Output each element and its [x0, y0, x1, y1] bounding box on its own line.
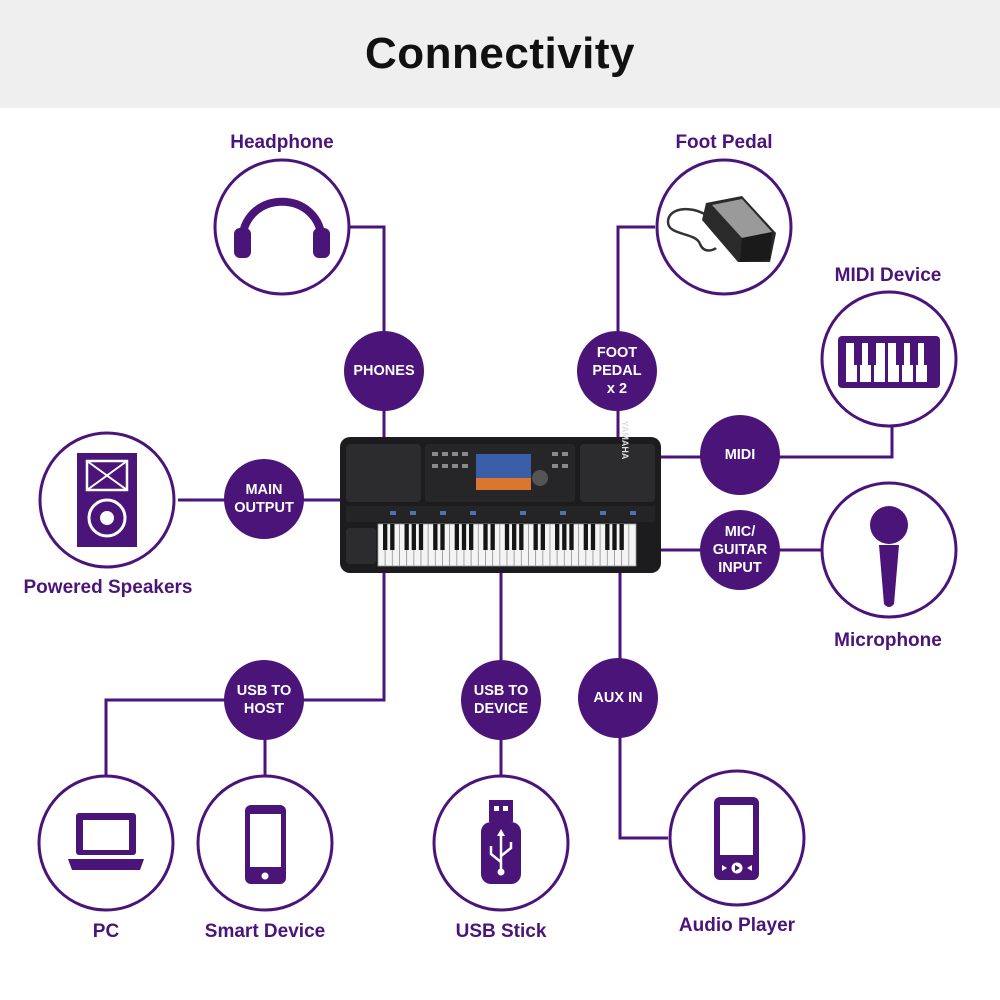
label-usb-stick: USB Stick: [455, 921, 547, 942]
black-key: [404, 524, 409, 550]
label-midi-device: MIDI Device: [834, 265, 942, 286]
midi-keyboard-icon: [838, 336, 940, 388]
black-key: [569, 524, 574, 550]
port-usb-to-device: USB TO DEVICE: [461, 660, 541, 740]
brand-label: YAMAHA: [620, 421, 630, 460]
black-key: [504, 524, 510, 550]
port-mic-guitar-input: MIC/ GUITAR INPUT: [700, 510, 780, 590]
port-main-output: MAIN OUTPUT: [224, 459, 304, 539]
label-audio-player: Audio Player: [678, 915, 796, 936]
port-aux-in: AUX IN: [578, 658, 658, 738]
black-key: [612, 524, 617, 550]
black-key: [490, 524, 495, 550]
black-key: [555, 524, 560, 550]
black-key: [619, 524, 624, 550]
port-usb-to-host: USB TO HOST: [224, 660, 304, 740]
header-banner: Connectivity: [0, 0, 1000, 108]
black-key: [562, 524, 567, 550]
black-key: [605, 524, 610, 550]
headphone-icon: [234, 197, 330, 258]
label-smart-device: Smart Device: [204, 921, 326, 942]
label-foot-pedal: Foot Pedal: [675, 132, 773, 153]
port-foot-pedal: FOOT PEDAL x 2: [577, 331, 657, 411]
laptop-icon: [68, 813, 144, 870]
black-key: [383, 524, 388, 550]
black-key: [418, 524, 424, 550]
foot-pedal-icon: [666, 196, 776, 262]
black-key: [433, 524, 438, 550]
port-phones: PHONES: [344, 331, 424, 411]
black-key: [583, 524, 588, 550]
smartphone-icon: [245, 805, 286, 884]
label-microphone: Microphone: [834, 630, 942, 651]
speaker-icon: [77, 453, 137, 547]
usb-stick-icon: [481, 800, 521, 884]
port-midi: MIDI: [700, 415, 780, 495]
black-key: [533, 524, 538, 550]
page-title: Connectivity: [364, 29, 636, 78]
label-powered-speakers: Powered Speakers: [23, 577, 193, 598]
audio-player-icon: [714, 797, 759, 880]
black-key: [512, 524, 517, 550]
label-headphone: Headphone: [230, 132, 334, 153]
microphone-icon: [870, 506, 908, 607]
black-key: [411, 524, 416, 550]
keyboard-icon: YAMAHA: [340, 421, 661, 573]
black-key: [461, 524, 467, 550]
white-key: [628, 523, 637, 567]
black-key: [440, 524, 445, 550]
label-pc: PC: [92, 921, 120, 942]
black-key: [540, 524, 545, 550]
black-key: [590, 524, 596, 550]
black-key: [390, 524, 395, 550]
black-key: [454, 524, 459, 550]
black-key: [519, 524, 524, 550]
black-key: [469, 524, 474, 550]
black-key: [483, 524, 488, 550]
